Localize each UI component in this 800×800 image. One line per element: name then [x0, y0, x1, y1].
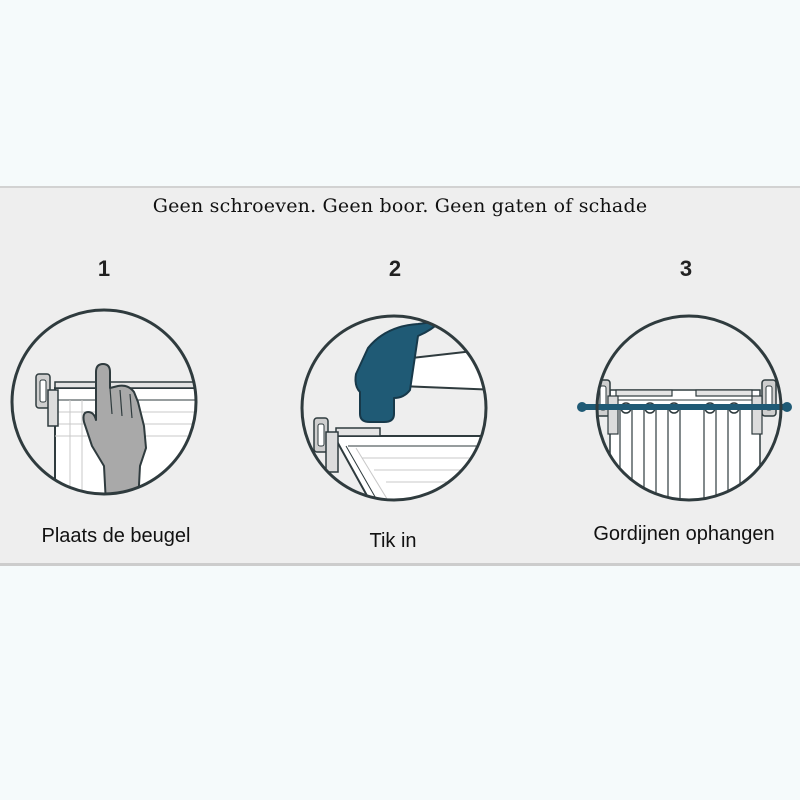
curtain-rod-icon — [577, 314, 792, 502]
step-1-illustration — [0, 290, 210, 520]
hammer-icon — [300, 314, 488, 502]
step-3-label: Gordijnen ophangen — [593, 523, 775, 545]
step-2-number: 2 — [388, 256, 402, 281]
headline: Geen schroeven. Geen boor. Geen gaten of… — [152, 195, 648, 217]
step-1-number: 1 — [97, 256, 111, 281]
step-2-illustration — [290, 290, 500, 520]
hand-placing-bracket-icon — [10, 308, 198, 496]
step-1-label: Plaats de beugel — [41, 525, 191, 547]
step-2-label: Tik in — [369, 530, 417, 552]
step-3-number: 3 — [679, 256, 693, 281]
step-3-illustration — [577, 290, 792, 520]
